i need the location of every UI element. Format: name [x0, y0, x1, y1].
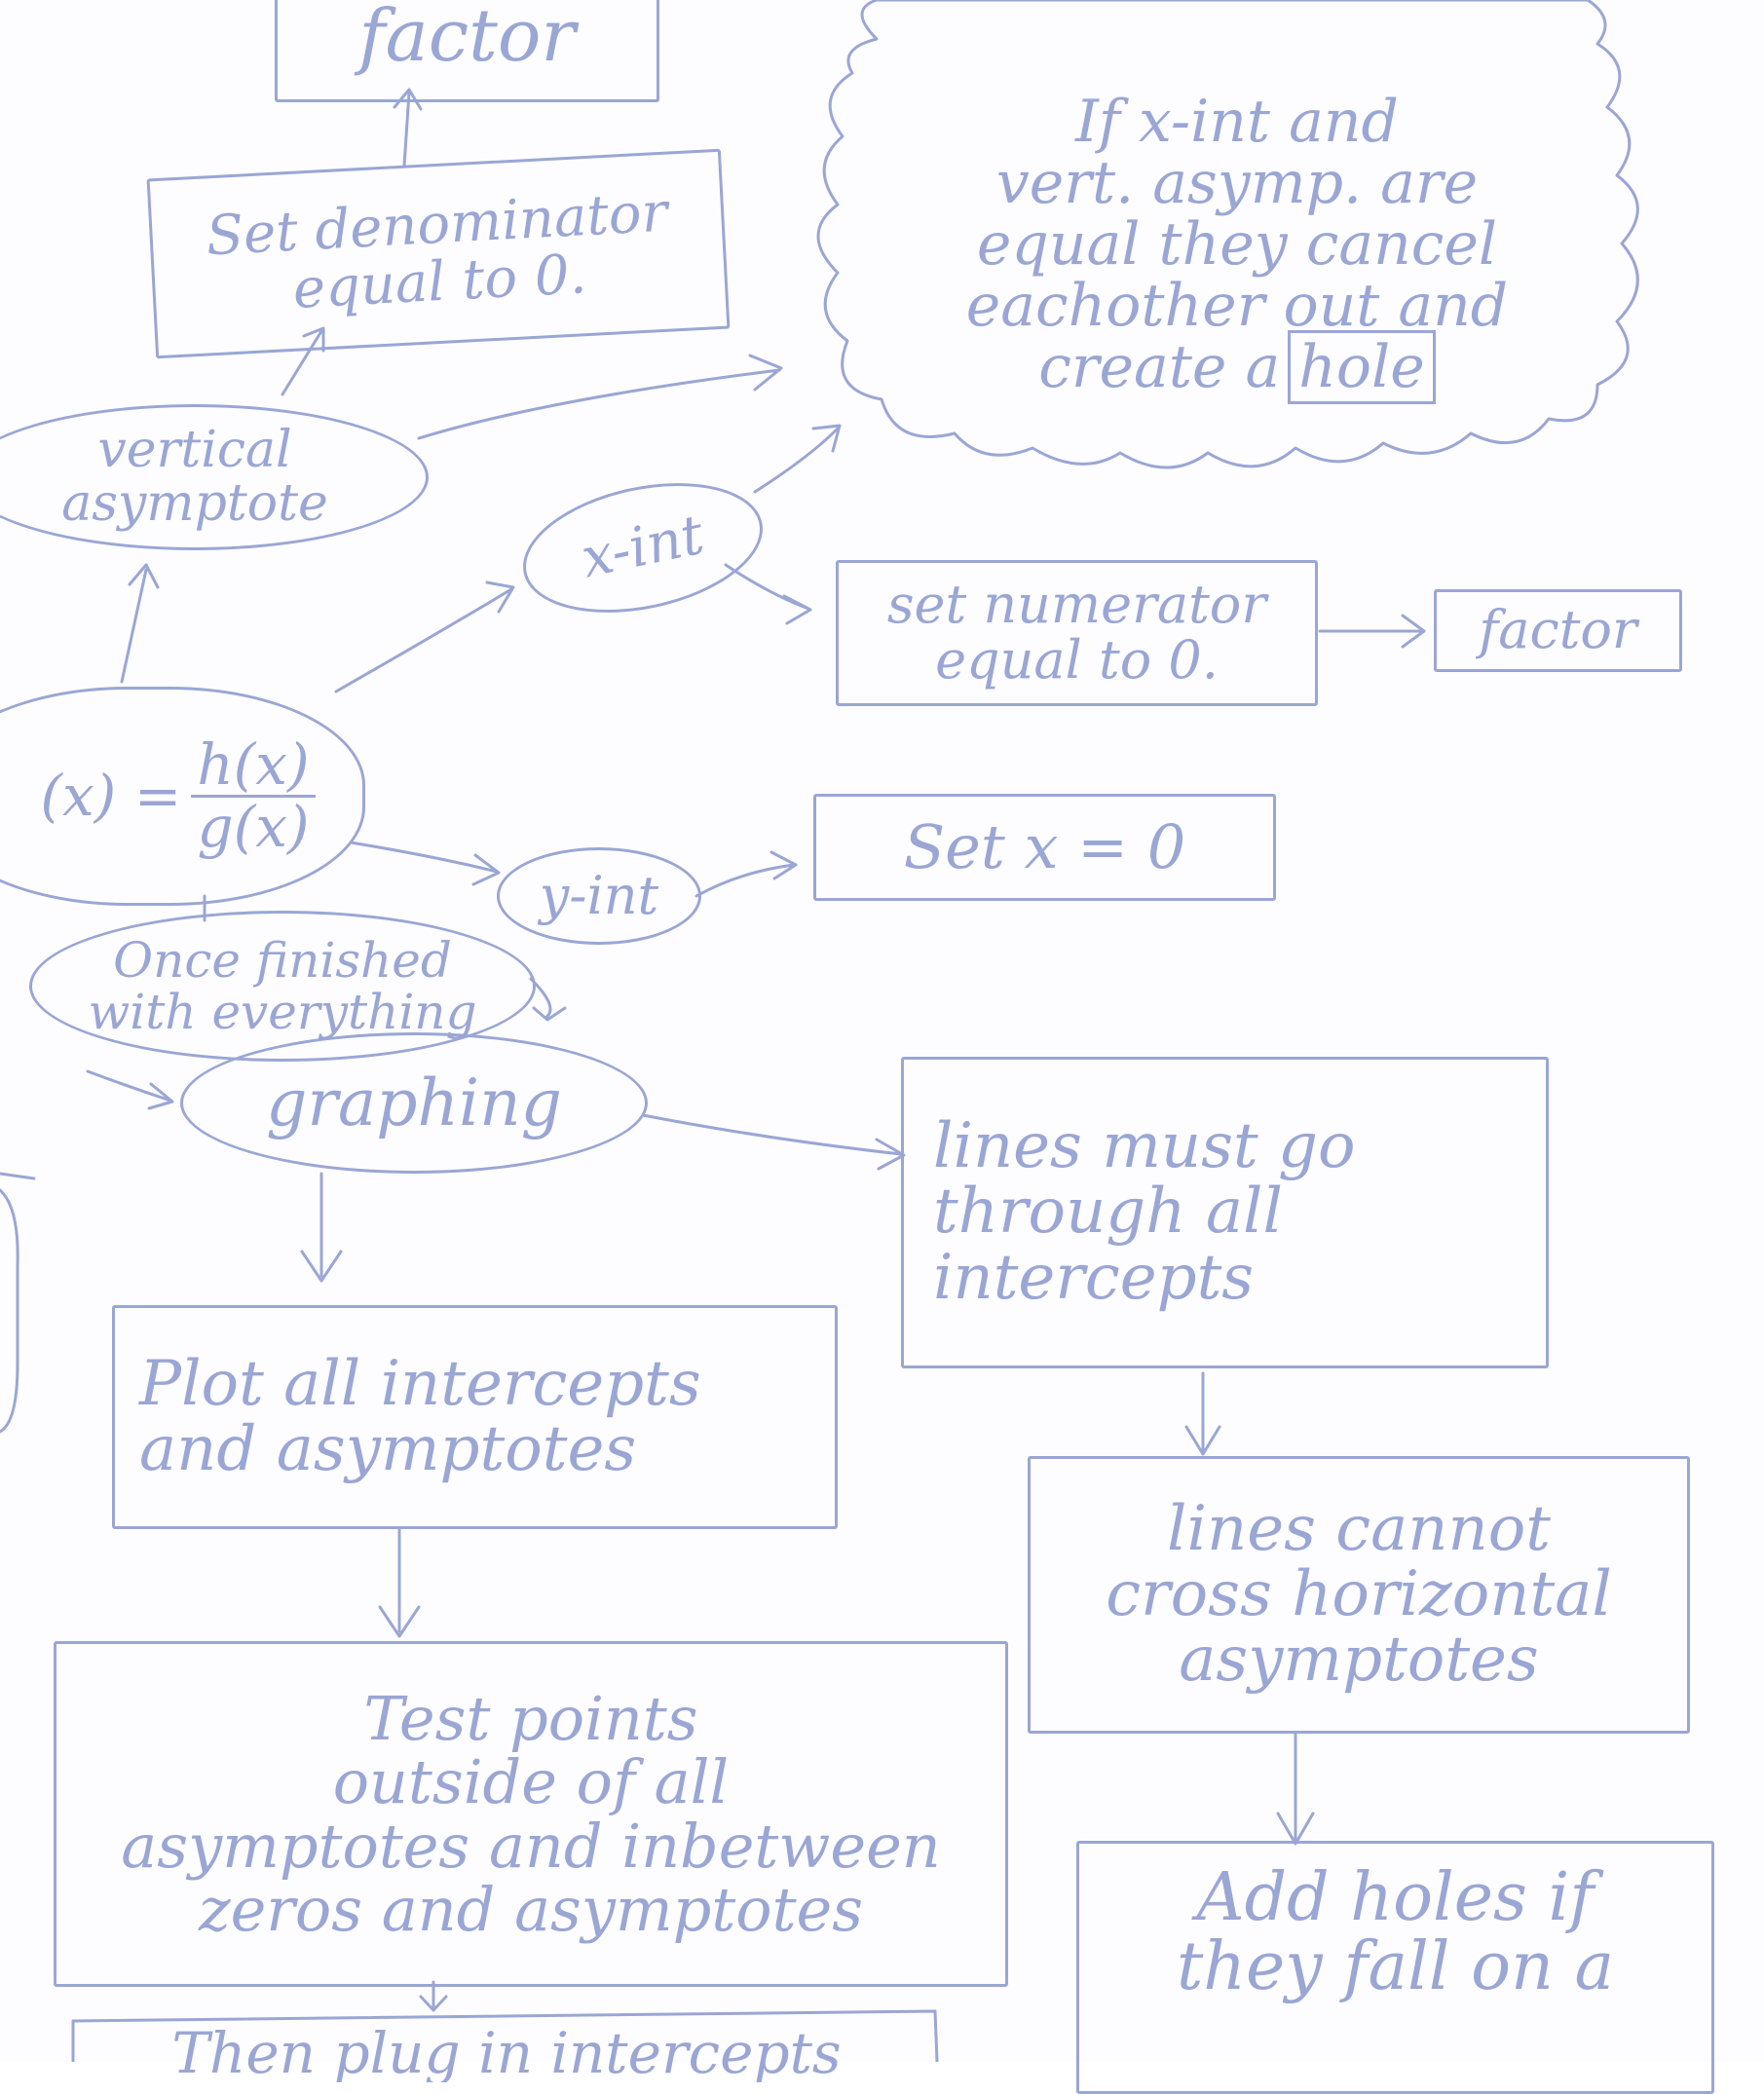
- bottom-cut-text: Then plug in intercepts: [171, 2024, 842, 2082]
- arrow-yint-to-setx: [694, 850, 798, 898]
- set-denominator-text: Set denominator equal to 0.: [205, 180, 669, 321]
- test-points-box: Test points outside of all asymptotes an…: [54, 1641, 1008, 1987]
- set-x-zero-text: Set x = 0: [903, 811, 1186, 883]
- plot-all-box: Plot all intercepts and asymptotes: [112, 1305, 838, 1529]
- arrow-vertical-to-denominator: [281, 326, 325, 396]
- set-x-zero-box: Set x = 0: [813, 794, 1276, 901]
- function-numerator: h(x): [191, 735, 316, 798]
- vertical-asymptote-oval: vertical asymptote: [0, 404, 429, 550]
- once-finished-oval: Once finished with everything: [29, 911, 536, 1062]
- hole-text: hole: [1298, 333, 1425, 401]
- add-holes-box: Add holes if they fall on a: [1076, 1841, 1714, 2094]
- right-factor-box: factor: [1434, 589, 1682, 672]
- left-edge-box-fragment: [0, 1188, 19, 1434]
- once-finished-text: Once finished with everything: [88, 932, 477, 1040]
- function-fraction: h(x) g(x): [191, 735, 316, 860]
- arrow-lines-to-cannot: [1184, 1371, 1221, 1456]
- arrow-once-to-graphing: [86, 1069, 174, 1110]
- lines-through-box: lines must go through all intercepts: [901, 1057, 1549, 1368]
- hole-highlight-box: hole: [1288, 330, 1436, 404]
- function-lhs-text: (x) =: [40, 763, 182, 830]
- add-holes-text: Add holes if they fall on a: [1176, 1859, 1615, 2006]
- vertical-asymptote-text: vertical asymptote: [61, 421, 328, 533]
- graphing-oval: graphing: [180, 1032, 648, 1174]
- arrow-once-curl: [529, 977, 567, 1022]
- y-int-oval: y-int: [497, 847, 701, 945]
- left-edge-line-fragment: [0, 1172, 36, 1180]
- arrow-cannot-to-holes: [1276, 1732, 1315, 1846]
- arrow-function-to-vertical: [120, 563, 160, 684]
- arrow-graphing-to-lines: [641, 1113, 906, 1171]
- arrow-vertical-to-cloud: [417, 354, 783, 440]
- plot-all-text: Plot all intercepts and asymptotes: [139, 1347, 701, 1485]
- function-oval: (x) = h(x) g(x): [0, 687, 365, 906]
- bottom-cut-text-container: Then plug in intercepts: [78, 2024, 935, 2082]
- set-denominator-box: Set denominator equal to 0.: [146, 148, 731, 359]
- lines-cannot-box: lines cannot cross horizontal asymptotes: [1028, 1456, 1690, 1734]
- set-numerator-text: set numerator equal to 0.: [886, 574, 1267, 691]
- arrow-xint-to-cloud: [753, 424, 842, 494]
- arrow-graphing-to-plot: [300, 1172, 343, 1283]
- x-int-text: x-int: [576, 503, 710, 591]
- cancel-note: If x-int and vert. asymp. are equal they…: [906, 10, 1568, 419]
- graphing-text: graphing: [266, 1065, 562, 1140]
- y-int-text: y-int: [539, 864, 659, 926]
- lines-cannot-text: lines cannot cross horizontal asymptotes: [1106, 1492, 1612, 1697]
- bottom-box-fragment: [71, 2009, 939, 2062]
- arrow-function-to-yint: [349, 841, 501, 886]
- arrow-function-to-xint: [334, 580, 515, 693]
- test-points-text: Test points outside of all asymptotes an…: [121, 1683, 941, 1945]
- arrow-numerator-to-factor: [1318, 614, 1426, 649]
- arrow-xint-to-numerator: [724, 563, 812, 625]
- top-factor-box: factor: [275, 0, 659, 102]
- right-factor-text: factor: [1479, 599, 1637, 661]
- set-numerator-box: set numerator equal to 0.: [836, 560, 1318, 706]
- cloud-note-outline: [816, 0, 1639, 469]
- arrow-plot-to-test: [378, 1527, 421, 1638]
- function-denominator: g(x): [197, 794, 310, 860]
- cancel-note-text: If x-int and vert. asymp. are equal they…: [965, 88, 1509, 401]
- top-factor-text: factor: [358, 0, 576, 78]
- lines-through-text: lines must go through all intercepts: [933, 1110, 1356, 1314]
